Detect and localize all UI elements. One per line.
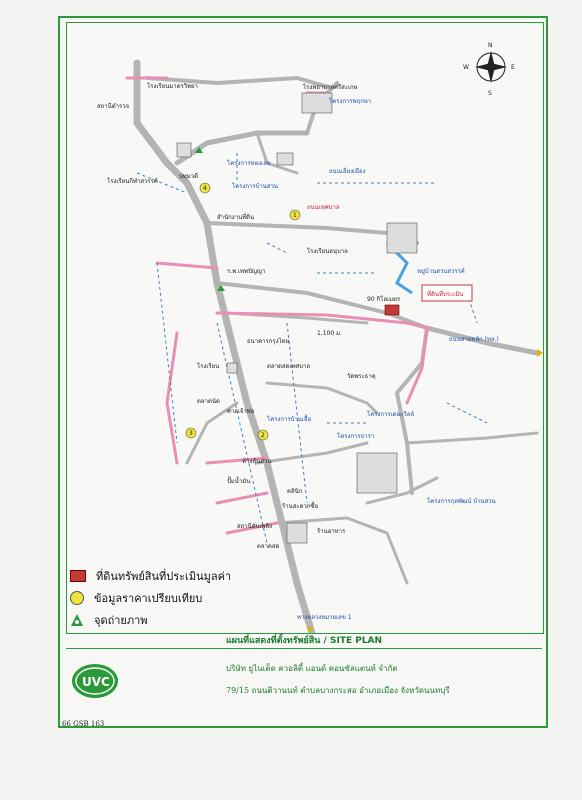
svg-text:ทางหลวงหมายเลข 1: ทางหลวงหมายเลข 1 (297, 614, 352, 621)
document-code: 66 GSB 163 (62, 720, 105, 728)
company-name: บริษัท ยูไนเต็ด ควอลิตี้ แอนด์ คอนซัลแตน… (226, 664, 398, 673)
svg-text:คลินิก: คลินิก (287, 488, 303, 495)
photo-point-icon (71, 614, 83, 626)
photo-point-icon (195, 147, 203, 153)
svg-text:ศาลเจ้าพ่อ: ศาลเจ้าพ่อ (227, 408, 255, 415)
svg-text:ตลาดนัด: ตลาดนัด (197, 398, 220, 405)
svg-text:ห้างหุ้นส่วน: ห้างหุ้นส่วน (242, 458, 271, 465)
svg-text:W: W (463, 64, 469, 71)
comparable-4 (199, 182, 211, 194)
svg-text:โครงการกุลพัฒน์ บ้านสวน: โครงการกุลพัฒน์ บ้านสวน (427, 497, 496, 505)
comparable-circle-icon (70, 591, 84, 605)
subject-site-label: ที่ดินที่ประเมิน (427, 290, 463, 298)
subject-swatch-icon (70, 570, 86, 582)
legend-comparable: ข้อมูลราคาเปรียบเทียบ (70, 590, 202, 606)
svg-text:90 กิโลเมตร: 90 กิโลเมตร (367, 295, 401, 303)
svg-text:ถนนเลี่ยงเมือง: ถนนเลี่ยงเมือง (329, 167, 366, 175)
svg-text:S: S (488, 90, 492, 97)
company-logo: UVC (72, 664, 118, 698)
svg-text:E: E (511, 64, 515, 71)
comparable-markers: 4 1 2 3 (185, 182, 301, 441)
hospital-building (301, 92, 333, 114)
svg-text:ร.พ.เทพปัญญา: ร.พ.เทพปัญญา (227, 268, 265, 275)
svg-text:วัดพระธาตุ: วัดพระธาตุ (347, 373, 376, 380)
direction-arrow (307, 627, 313, 633)
svg-text:ตลาดสด: ตลาดสด (257, 543, 280, 550)
main-road (133, 59, 316, 633)
svg-text:โครงการธารา: โครงการธารา (337, 432, 374, 440)
svg-text:สถานีตำรวจ: สถานีตำรวจ (97, 102, 129, 110)
svg-text:ร้านสะดวกซื้อ: ร้านสะดวกซื้อ (282, 500, 319, 510)
comparable-3 (185, 427, 197, 439)
subject-site-callout (421, 284, 473, 302)
legend-subject: ที่ดินทรัพย์สินที่ประเมินมูลค่า (70, 568, 231, 584)
svg-text:1,100 ม.: 1,100 ม. (317, 330, 342, 337)
svg-text:โครงการเดอะวิลล์: โครงการเดอะวิลล์ (367, 410, 414, 418)
svg-text:ถนนสายหลัก (ทล.): ถนนสายหลัก (ทล.) (449, 336, 499, 343)
svg-text:โรงเรียนกีฬาสวรรค์: โรงเรียนกีฬาสวรรค์ (107, 177, 158, 185)
svg-text:ปทุมวดี: ปทุมวดี (179, 172, 198, 180)
svg-text:1: 1 (293, 212, 297, 219)
comparable-1 (289, 209, 301, 221)
site-map: ที่ดินที่ประเมิน 4 1 2 3 N S E W โรงเรีย… (66, 22, 544, 634)
svg-text:โรงพยาบาลศรีสะเกษ: โรงพยาบาลศรีสะเกษ (303, 83, 358, 91)
svg-text:โรงเรียน: โรงเรียน (197, 362, 219, 370)
map-title: แผนที่แสดงที่ตั้งทรัพย์สิน / SITE PLAN (66, 633, 542, 649)
subject-site-marker (384, 304, 400, 316)
svg-text:ตลาดสดเทศบาล: ตลาดสดเทศบาล (267, 363, 310, 370)
svg-text:ร้านอาหาร: ร้านอาหาร (317, 528, 346, 535)
legend-photo: จุดถ่ายภาพ (70, 612, 148, 628)
photo-point-icon (217, 285, 225, 291)
map-svg: ที่ดินที่ประเมิน 4 1 2 3 N S E W โรงเรีย… (97, 42, 543, 633)
svg-text:สถานีดับเพลิง: สถานีดับเพลิง (237, 522, 272, 530)
svg-text:โรงเรียนอนุบาล: โรงเรียนอนุบาล (307, 247, 348, 255)
svg-text:โครงการพฤกษา: โครงการพฤกษา (329, 97, 371, 105)
company-block: UVC บริษัท ยูไนเต็ด ควอลิตี้ แอนด์ คอนซั… (66, 650, 542, 724)
svg-text:4: 4 (203, 185, 207, 192)
svg-text:ถนนเทศบาล: ถนนเทศบาล (307, 204, 340, 211)
comparable-2 (257, 429, 269, 441)
svg-text:3: 3 (189, 430, 193, 437)
svg-text:โรงเรียนมาตรวิทยา: โรงเรียนมาตรวิทยา (147, 82, 198, 90)
svg-text:โครงการบ้านสวน: โครงการบ้านสวน (232, 182, 278, 190)
svg-text:โครงการทองเลย: โครงการทองเลย (227, 159, 270, 167)
direction-arrow (537, 349, 543, 357)
svg-text:UVC: UVC (82, 675, 110, 689)
svg-text:ธนาคารกรุงไทย: ธนาคารกรุงไทย (247, 337, 289, 345)
svg-text:หมู่บ้านสวนสวรรค์: หมู่บ้านสวนสวรรค์ (417, 267, 465, 275)
svg-text:โครงการบ้านเอื้อ: โครงการบ้านเอื้อ (267, 413, 312, 423)
svg-text:N: N (488, 42, 493, 49)
compass-rose: N S E W (463, 42, 515, 97)
svg-text:ปั๊มน้ำมัน: ปั๊มน้ำมัน (227, 475, 250, 485)
company-address: 79/15 ถนนติวานนท์ ตำบลบางกระสอ อำเภอเมือ… (226, 686, 450, 695)
svg-text:สำนักงานที่ดิน: สำนักงานที่ดิน (217, 213, 254, 221)
svg-text:2: 2 (261, 432, 265, 439)
